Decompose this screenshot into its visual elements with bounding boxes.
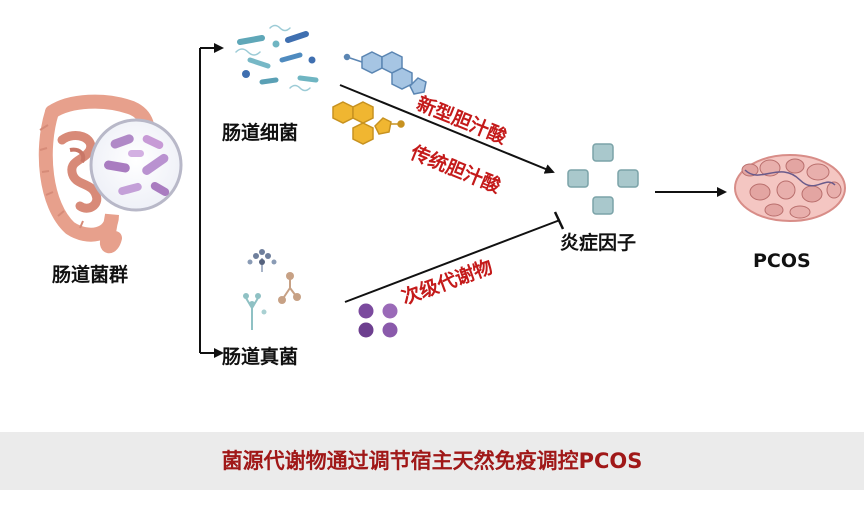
cytokine-squares-icon <box>567 143 639 215</box>
bacteria-to-inflammation-arrow <box>339 84 555 174</box>
steroid-molecule-icon <box>343 51 427 95</box>
purple-dots-icon <box>358 303 398 338</box>
branch-connector <box>199 43 224 358</box>
pcos-label: PCOS <box>753 250 811 272</box>
gut-fungi-label: 肠道真菌 <box>222 346 299 368</box>
ovary-icon <box>734 154 846 222</box>
summary-banner-text: 菌源代谢物通过调节宿主天然免疫调控PCOS <box>221 449 643 473</box>
inhibition-bar <box>553 211 565 230</box>
fungi-icon <box>243 249 301 330</box>
intestine-icon <box>38 94 183 254</box>
gut-bacteria-label: 肠道细菌 <box>222 122 299 144</box>
steroid-molecule-icon <box>332 101 405 145</box>
fungi-inhibition-line <box>344 219 561 303</box>
inflammatory-factors-label: 炎症因子 <box>560 232 637 254</box>
gut-flora-label: 肠道菌群 <box>52 264 129 286</box>
summary-banner: 菌源代谢物通过调节宿主天然免疫调控PCOS <box>0 432 864 490</box>
bacteria-cluster-icon <box>235 24 319 92</box>
